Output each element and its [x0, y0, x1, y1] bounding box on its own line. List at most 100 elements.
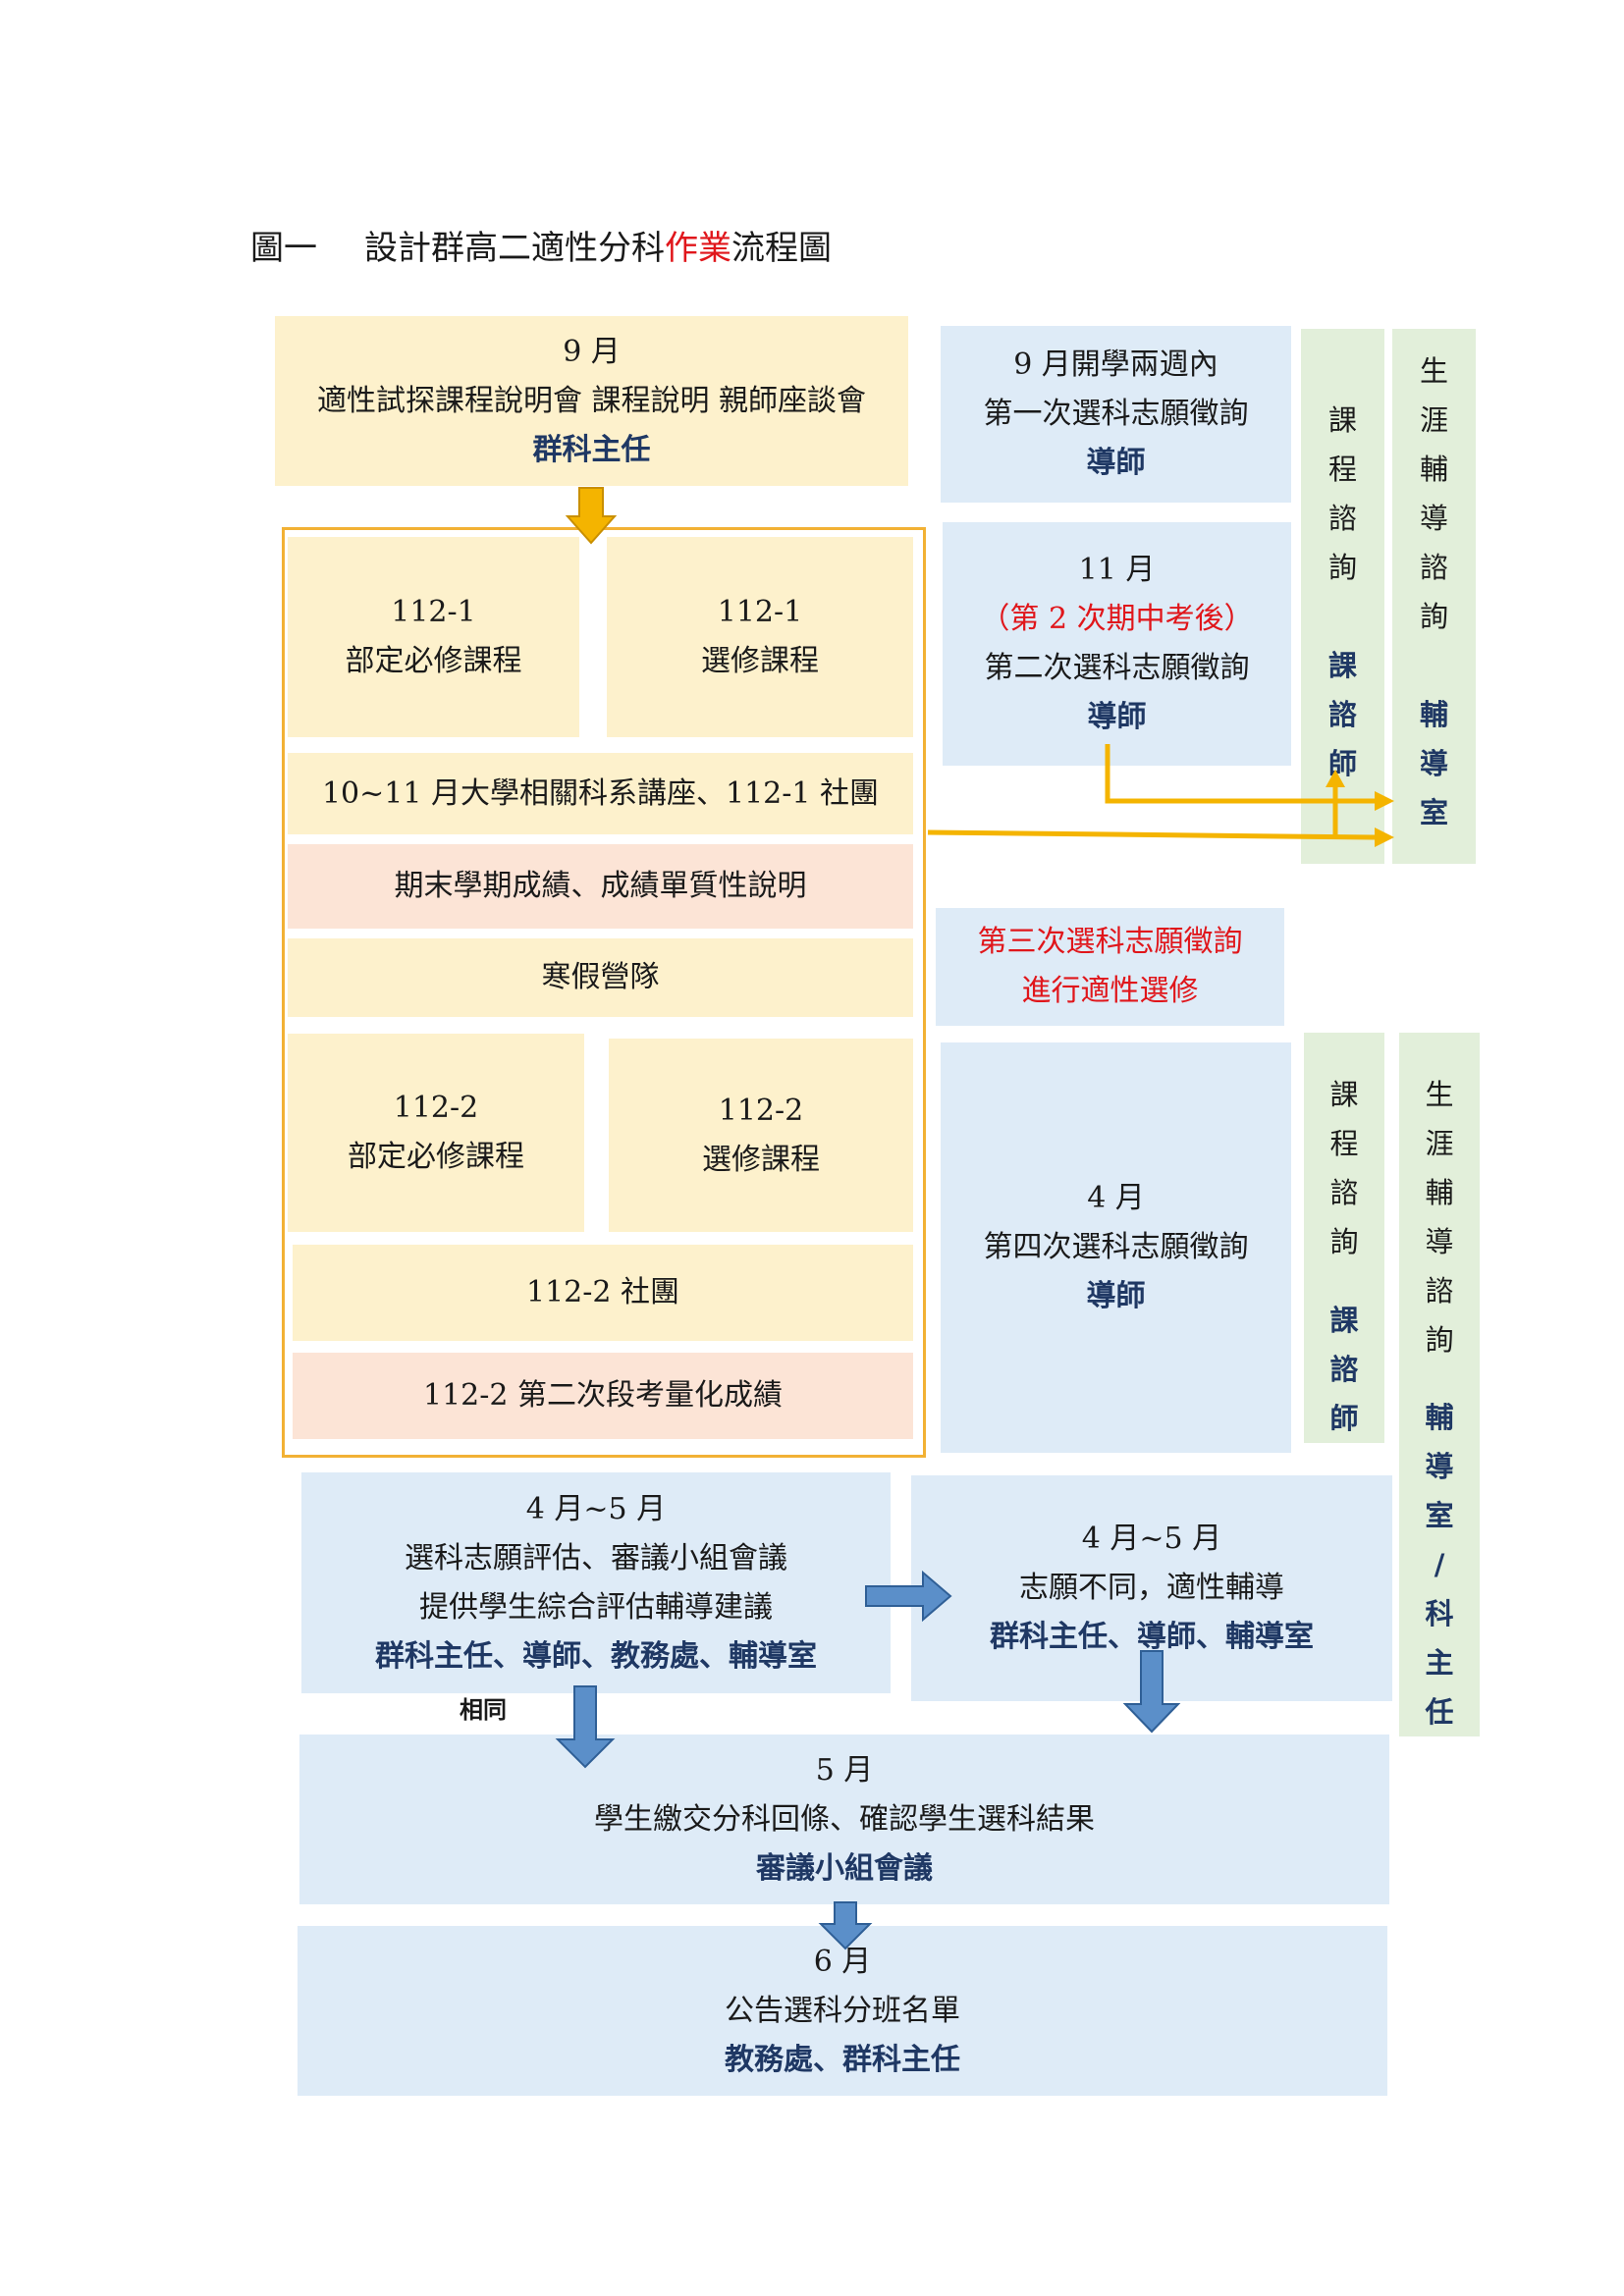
strip-role-char: 師: [1329, 1402, 1359, 1435]
term2-elective-code: 112-2: [718, 1093, 804, 1128]
strip-role-char: 室: [1425, 1499, 1454, 1532]
may-role: 審議小組會議: [756, 1850, 933, 1886]
term2-quant-grades-box: 112-2 第二次段考量化成績: [293, 1353, 913, 1439]
strip-char: 生: [1425, 1078, 1454, 1111]
strip-char: 詢: [1425, 1323, 1454, 1357]
strip-char: 詢: [1419, 600, 1448, 633]
winter-camp: 寒假營隊: [541, 960, 660, 994]
survey2-line2: 第二次選科志願徵詢: [984, 651, 1250, 685]
survey3-line1: 第三次選科志願徵詢: [977, 925, 1243, 959]
strip-char: 涯: [1425, 1127, 1454, 1160]
strip-role-char: 室: [1419, 796, 1448, 829]
term1-lectures: 10~11 月大學相關科系講座、112-1 社團: [321, 775, 880, 811]
down-arrow-sept: [565, 487, 618, 545]
strip-char: 程: [1329, 1127, 1359, 1160]
winter-camp-box: 寒假營隊: [288, 938, 913, 1017]
june-box: 6 月 公告選科分班名單 教務處、群科主任: [298, 1926, 1387, 2096]
strip-char: 諮: [1327, 502, 1357, 535]
course-consult-strip-1: 課 程 諮 詢 課 諮 師: [1301, 329, 1384, 864]
may-box: 5 月 學生繳交分科回條、確認學生選科結果 審議小組會議: [299, 1735, 1389, 1904]
strip-char: 諮: [1425, 1274, 1454, 1308]
right-arrow-eval-to-diff: [865, 1570, 952, 1623]
term2-elective-label: 選修課程: [702, 1142, 820, 1177]
term1-final-grades: 期末學期成績、成績單質性說明: [394, 869, 807, 903]
down-arrow-may-to-june: [818, 1901, 873, 1950]
term2-elective-box: 112-2 選修課程: [609, 1039, 913, 1232]
career-consult-strip-1: 生 涯 輔 導 諮 詢 輔 導 室: [1392, 329, 1476, 864]
term1-required-code: 112-1: [391, 595, 476, 629]
term1-elective-box: 112-1 選修課程: [607, 537, 913, 737]
strip-char: 導: [1425, 1225, 1454, 1258]
strip-char: 詢: [1327, 551, 1357, 584]
apr-may-eval-line3: 提供學生綜合評估輔導建議: [419, 1589, 773, 1625]
strip-role-char: 輔: [1419, 698, 1448, 731]
term2-required-label: 部定必修課程: [348, 1140, 524, 1174]
sept-desc: 適性試探課程說明會 課程說明 親師座談會: [316, 383, 867, 418]
strip-char: 輔: [1419, 453, 1448, 486]
strip-char: 課: [1327, 403, 1357, 437]
strip-role-char: 科: [1425, 1597, 1454, 1630]
june-role: 教務處、群科主任: [725, 2042, 960, 2077]
apr-may-diff-line2: 志願不同，適性輔導: [1019, 1571, 1284, 1605]
strip-char: 導: [1419, 502, 1448, 535]
survey1-line1: 9 月開學兩週內: [1013, 347, 1218, 382]
term2-required-code: 112-2: [393, 1091, 479, 1125]
term2-required-box: 112-2 部定必修課程: [288, 1034, 584, 1232]
survey1-line2: 第一次選科志願徵詢: [983, 397, 1249, 431]
strip-char: 諮: [1329, 1176, 1359, 1209]
connector-survey2-to-career: [1105, 744, 1375, 804]
strip-role-char: 導: [1425, 1450, 1454, 1483]
strip-role-char: 主: [1425, 1646, 1454, 1680]
same-label: 相同: [460, 1695, 507, 1724]
survey1-box: 9 月開學兩週內 第一次選科志願徵詢 導師: [941, 326, 1291, 503]
sept-role: 群科主任: [532, 432, 651, 467]
arrowhead-career-upper: [1375, 791, 1394, 811]
survey4-month: 4 月: [1087, 1181, 1145, 1215]
may-month: 5 月: [815, 1752, 874, 1788]
strip-role-char: 諮: [1327, 698, 1357, 731]
sept-month: 9 月: [563, 334, 621, 369]
down-arrow-diff-to-may: [1122, 1650, 1181, 1734]
course-consult-strip-2: 課 程 諮 詢 課 諮 師: [1304, 1033, 1384, 1443]
survey3-box: 第三次選科志願徵詢 進行適性選修: [936, 908, 1284, 1026]
survey4-role: 導師: [1086, 1279, 1146, 1313]
apr-may-diff-month: 4 月~5 月: [1081, 1522, 1222, 1556]
survey2-note: （第 2 次期中考後）: [980, 602, 1254, 636]
strip-role-char: 輔: [1425, 1401, 1454, 1434]
strip-char: 詢: [1329, 1225, 1359, 1258]
term1-final-grades-box: 期末學期成績、成績單質性說明: [288, 844, 913, 929]
figure-title-suffix: 流程圖: [731, 229, 832, 268]
term1-elective-label: 選修課程: [701, 644, 819, 678]
arrowhead-career-lower: [1375, 828, 1394, 847]
career-consult-strip-2: 生 涯 輔 導 諮 詢 輔 導 室 / 科 主 任: [1399, 1033, 1480, 1736]
strip-char: 輔: [1425, 1176, 1454, 1209]
may-line2: 學生繳交分科回條、確認學生選科結果: [594, 1801, 1095, 1837]
term2-club: 112-2 社團: [525, 1275, 680, 1309]
survey1-role: 導師: [1086, 446, 1146, 480]
strip-role-char: 諮: [1329, 1353, 1359, 1386]
apr-may-eval-role: 群科主任、導師、教務處、輔導室: [375, 1638, 817, 1674]
arrowhead-course-up: [1326, 770, 1345, 787]
term1-lectures-box: 10~11 月大學相關科系講座、112-1 社團: [288, 753, 913, 834]
strip-role-char: /: [1434, 1548, 1445, 1581]
figure-title: 圖一設計群高二適性分科作業流程圖: [250, 221, 832, 269]
term1-elective-code: 112-1: [717, 595, 803, 629]
sept-orientation-box: 9 月 適性試探課程說明會 課程說明 親師座談會 群科主任: [275, 316, 908, 486]
june-line2: 公告選科分班名單: [725, 1993, 960, 2028]
strip-role-char: 任: [1425, 1695, 1454, 1729]
figure-title-highlight: 作業: [665, 229, 731, 268]
apr-may-eval-box: 4 月~5 月 選科志願評估、審議小組會議 提供學生綜合評估輔導建議 群科主任、…: [301, 1472, 891, 1693]
term1-required-box: 112-1 部定必修課程: [288, 537, 579, 737]
strip-char: 涯: [1419, 403, 1448, 437]
figure-number: 圖一: [250, 229, 317, 268]
strip-role-char: 課: [1329, 1304, 1359, 1337]
survey3-line2: 進行適性選修: [1021, 974, 1199, 1008]
strip-role-char: 課: [1327, 649, 1357, 682]
strip-role-char: 導: [1419, 747, 1448, 780]
survey2-month: 11 月: [1078, 553, 1156, 587]
down-arrow-eval-to-may: [555, 1685, 616, 1769]
term2-club-box: 112-2 社團: [293, 1245, 913, 1341]
apr-may-eval-month: 4 月~5 月: [525, 1491, 667, 1526]
june-month: 6 月: [813, 1944, 872, 1979]
